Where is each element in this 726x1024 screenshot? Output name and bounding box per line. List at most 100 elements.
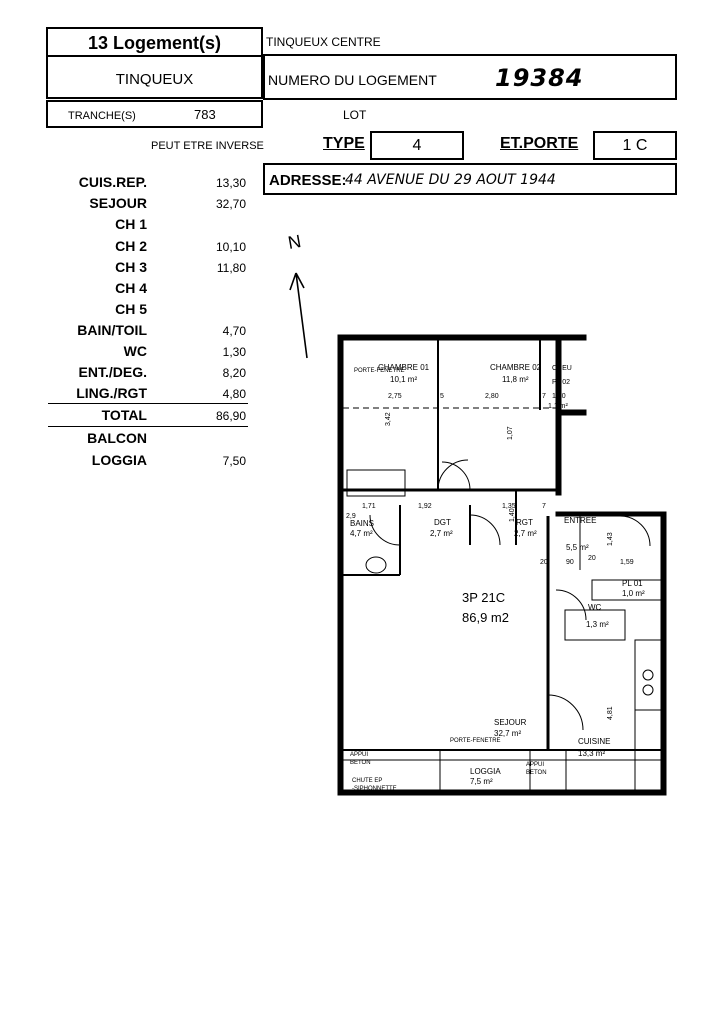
note-cunette: CUNETTE EP — [470, 791, 508, 797]
room-name: CHAMBRE 01 — [378, 363, 430, 372]
area-row: CH 3 11,80 — [0, 259, 260, 279]
tranche-label: TRANCHE(S) — [68, 110, 136, 122]
room-area: 7,5 m² — [470, 777, 493, 786]
area-value: 11,80 — [216, 261, 246, 275]
dim-label: 7 — [542, 503, 546, 510]
area-value: 13,30 — [215, 176, 246, 190]
room-area: 10,1 m² — [390, 375, 417, 384]
dim-label: 1,92 — [418, 503, 432, 510]
area-name: SEJOUR — [89, 195, 147, 211]
room-name: SEJOUR — [494, 718, 527, 727]
area-row: CH 1 — [0, 216, 260, 236]
dim-label: 1,07 — [507, 426, 514, 440]
area-row: CH 5 — [0, 301, 260, 321]
room-name: WC — [588, 603, 602, 612]
area-name: CH 3 — [115, 259, 147, 275]
area-name: WC — [123, 343, 147, 359]
dim-label: 20 — [540, 559, 548, 566]
room-name: RGT — [516, 518, 533, 527]
area-table: CUIS.REP. 13,30 SEJOUR 32,70 CH 1 CH 2 1… — [0, 174, 260, 474]
dim-label: 2,9 — [346, 513, 356, 520]
area-row: WC 1,30 — [0, 343, 260, 363]
room-area: 1,0 m² — [622, 589, 645, 598]
dim-label: 1,35 — [502, 503, 516, 510]
type-label: TYPE — [323, 135, 365, 152]
logement-count-box: 13 Logement(s) — [46, 27, 263, 57]
etporte-box: 1 C — [593, 131, 677, 160]
area-row: SEJOUR 32,70 — [0, 195, 260, 215]
room-name: CHAMBRE 02 — [490, 363, 542, 372]
area-value: 4,70 — [222, 324, 246, 338]
area-name: ENT./DEG. — [78, 364, 147, 380]
area-row: BALCON — [0, 430, 260, 450]
area-row: BAIN/TOIL 4,70 — [0, 322, 260, 342]
room-area: 11,8 m² — [502, 375, 529, 384]
tranche-box: TRANCHE(S) 783 — [46, 100, 263, 128]
room-sub: PL 02 — [552, 379, 570, 386]
area-name: CH 4 — [115, 280, 147, 296]
dim-label: 4,81 — [607, 706, 614, 720]
type-value: 4 — [412, 137, 422, 154]
note-beton: BETON — [526, 770, 547, 776]
area-row: ENT./DEG. 8,20 — [0, 364, 260, 384]
address-label: ADRESSE: — [269, 172, 347, 189]
dim-label: 1,20 — [552, 393, 566, 400]
note-appui: APPUI — [350, 752, 368, 758]
dim-label: 1,59 — [620, 559, 634, 566]
floor-plan: CHAMBRE 01 10,1 m² CHAMBRE 02 11,8 m² CH… — [337, 334, 667, 797]
north-label: N — [286, 231, 302, 253]
etporte-label: ET.PORTE — [500, 135, 579, 152]
area-row: LING./RGT 4,80 — [0, 385, 260, 405]
dim-label: 2,75 — [388, 393, 402, 400]
note-siphon: -SIPHONNETTE — [352, 786, 397, 792]
dim-label: 20 — [588, 555, 596, 562]
area-value: 86,90 — [215, 409, 246, 423]
note-beton: BETON — [350, 760, 371, 766]
city-box: TINQUEUX — [46, 57, 263, 99]
type-box: 4 — [370, 131, 464, 160]
area-row: LOGGIA 7,50 — [0, 452, 260, 472]
room-name: LOGGIA — [470, 767, 501, 776]
dim-label: 1,43 — [607, 532, 614, 546]
program-name: TINQUEUX CENTRE — [266, 35, 381, 49]
area-value: 8,20 — [222, 366, 246, 380]
north-arrow-icon: N — [286, 231, 308, 359]
inverse-note: PEUT ETRE INVERSE — [151, 140, 264, 152]
area-value: 32,70 — [215, 197, 246, 211]
area-row: CH 2 10,10 — [0, 238, 260, 258]
room-area: 1,1 m² — [548, 403, 569, 410]
tranche-value: 783 — [194, 107, 216, 122]
area-name: CH 2 — [115, 238, 147, 254]
area-value: 1,30 — [222, 345, 246, 359]
area-name: BALCON — [87, 430, 147, 446]
area-value: 4,80 — [222, 387, 246, 401]
plan-summary-area: 86,9 m2 — [462, 610, 509, 625]
address-box: ADRESSE: 44 AVENUE DU 29 AOUT 1944 — [263, 163, 677, 195]
area-row-total: TOTAL 86,90 — [0, 407, 260, 427]
room-name: BAINS — [350, 519, 374, 528]
dim-label: 1,71 — [362, 503, 376, 510]
note-appui: APPUI — [526, 762, 544, 768]
numero-value: 19384 — [495, 64, 584, 92]
area-name: LING./RGT — [76, 385, 147, 401]
room-area: 32,7 m² — [494, 729, 521, 738]
room-name: CUISINE — [578, 737, 610, 746]
area-value: 7,50 — [222, 454, 246, 468]
city-name: TINQUEUX — [115, 71, 194, 88]
dim-label: 5 — [440, 393, 444, 400]
area-name: BAIN/TOIL — [77, 322, 147, 338]
dim-label: 1,40 — [509, 508, 516, 522]
logement-count: 13 Logement(s) — [87, 33, 222, 53]
total-rule-bottom — [48, 426, 248, 427]
area-name: CUIS.REP. — [78, 174, 147, 190]
area-name: CH 1 — [115, 216, 147, 232]
area-row: CUIS.REP. 13,30 — [0, 174, 260, 194]
room-name: PL 01 — [622, 579, 643, 588]
dim-label: 90 — [566, 559, 574, 566]
room-area: 5,5 m² — [566, 543, 589, 552]
room-area: 1,3 m² — [586, 620, 609, 629]
address-value: 44 AVENUE DU 29 AOUT 1944 — [345, 172, 556, 188]
room-name: CHEU — [552, 365, 572, 372]
numero-box: NUMERO DU LOGEMENT 19384 — [263, 54, 677, 100]
room-area: 4,7 m² — [350, 529, 373, 538]
